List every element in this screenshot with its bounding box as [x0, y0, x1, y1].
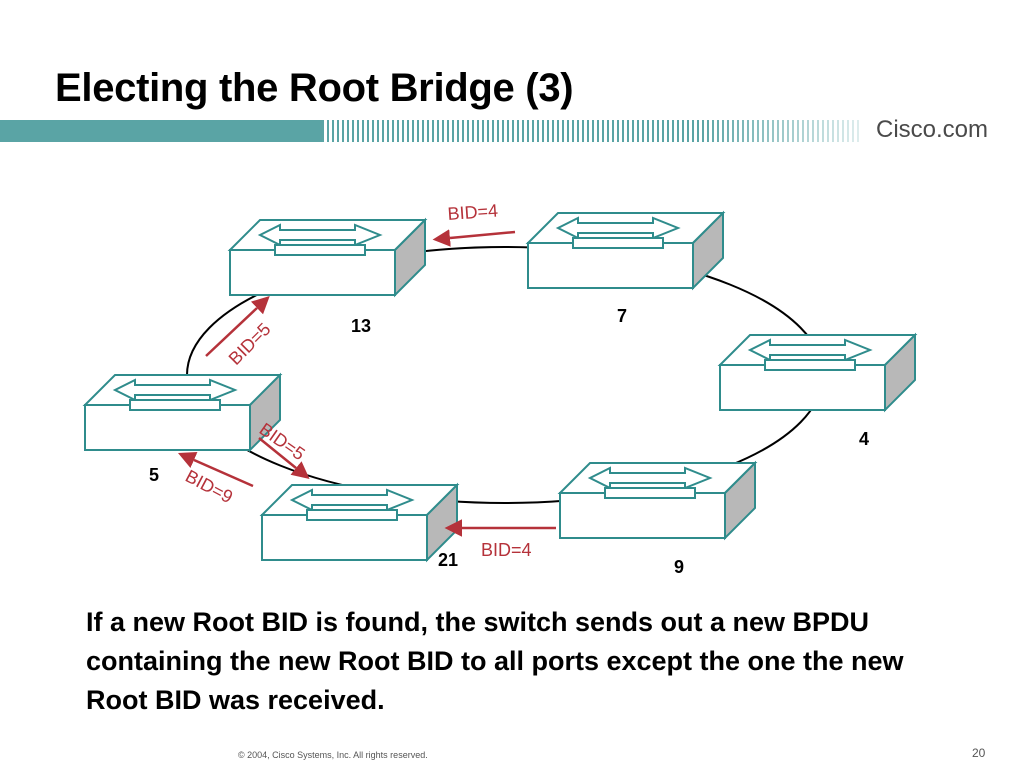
- switch-top-left: [229, 219, 426, 296]
- switch-label-top-left: 13: [351, 316, 371, 336]
- brand-logo-text: Cisco.com: [876, 116, 989, 143]
- switch-right: [719, 334, 916, 411]
- switch-label-bottom-left: 21: [438, 550, 458, 570]
- bpdu-label-upper-left: BID=5: [225, 319, 275, 369]
- bpdu-arrow-middle-left: [258, 437, 310, 480]
- switch-label-bottom-right: 9: [674, 557, 684, 577]
- switch-label-left: 5: [149, 465, 159, 485]
- bpdu-label-lower-left: BID=9: [182, 466, 236, 507]
- copyright-footer: © 2004, Cisco Systems, Inc. All rights r…: [238, 750, 428, 760]
- bpdu-label-bottom: BID=4: [481, 540, 532, 560]
- bpdu-arrow-upper-left: [205, 296, 270, 357]
- brand-bar-fade: [700, 120, 870, 142]
- page-number: 20: [972, 746, 986, 760]
- page-title: Electing the Root Bridge (3): [55, 66, 574, 110]
- bpdu-arrow-lower-left: [177, 451, 254, 488]
- bpdu-label-top: BID=4: [447, 201, 499, 224]
- switch-top-right: [527, 212, 724, 289]
- body-text: If a new Root BID is found, the switch s…: [86, 607, 904, 715]
- switch-bottom-right: [559, 462, 756, 539]
- brand-bar-solid: [0, 120, 322, 142]
- bpdu-arrow-top: [432, 229, 516, 247]
- switch-bottom-left: [261, 484, 458, 561]
- switch-label-right: 4: [859, 429, 869, 449]
- switch-left: [84, 374, 281, 451]
- switch-label-top-right: 7: [617, 306, 627, 326]
